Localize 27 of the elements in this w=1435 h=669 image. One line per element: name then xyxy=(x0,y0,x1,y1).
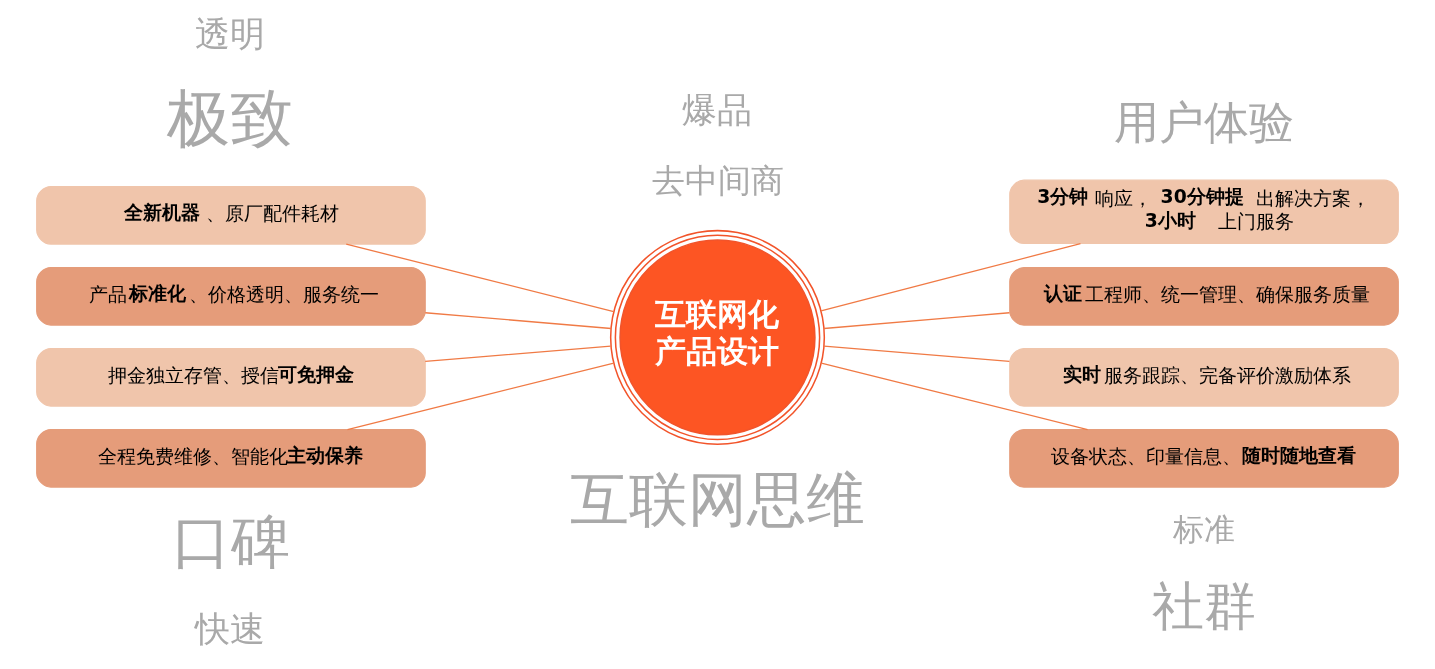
connector xyxy=(345,243,615,313)
label: 去中间商 xyxy=(651,160,784,200)
node-box: 押金独立存管、授信可免押金 xyxy=(36,348,426,407)
label: 快速 xyxy=(195,607,266,649)
connector xyxy=(823,312,1011,330)
node-box: 实时服务跟踪、完备评价激励体系 xyxy=(1009,348,1399,407)
connector xyxy=(823,345,1011,363)
node-box: 认证工程师、统一管理、确保服务质量 xyxy=(1009,267,1399,326)
node-box: 全新机器、原厂配件耗材 xyxy=(36,186,426,245)
label: 极致 xyxy=(166,80,293,155)
node-box: 产品标准化、价格透明、服务统一 xyxy=(36,267,426,326)
connector xyxy=(424,312,612,330)
connector xyxy=(820,362,1089,431)
node-circle: 互联网化产品设计 xyxy=(609,229,826,445)
label: 透明 xyxy=(195,12,266,54)
node-box: 设备状态、印量信息、随时随地查看 xyxy=(1009,429,1399,488)
label: 互联网思维 xyxy=(569,465,865,534)
label: 口碑 xyxy=(171,508,290,577)
connector xyxy=(346,362,615,431)
node-box: 全程免费维修、智能化主动保养 xyxy=(36,429,426,488)
label: 标准 xyxy=(1172,511,1235,547)
node-box: 3分钟响应，30分钟提出解决方案，3小时上门服务 xyxy=(1009,179,1399,245)
connector xyxy=(820,242,1082,312)
label: 社群 xyxy=(1151,576,1256,637)
label: 爆品 xyxy=(681,89,752,131)
connector xyxy=(424,345,612,363)
label: 用户体验 xyxy=(1113,97,1294,150)
